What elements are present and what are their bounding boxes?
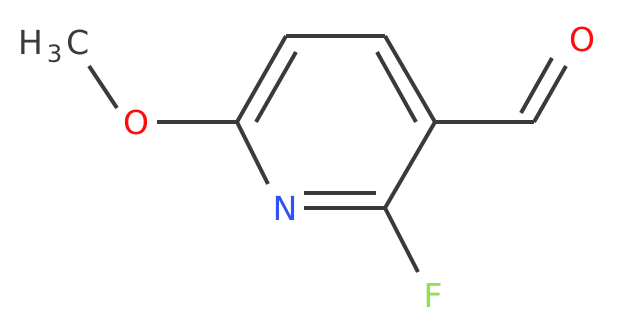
ether-oxygen-label: O <box>123 103 149 142</box>
ring-nitrogen-label: N <box>273 189 298 228</box>
methyl-subscript: 3 <box>47 40 62 68</box>
bond-c6-c5 <box>235 35 288 123</box>
methyl-c: C <box>66 23 89 62</box>
bond-c3-c2 <box>383 120 437 210</box>
bond-c4-c3 <box>383 34 437 124</box>
bond-c2-f <box>383 207 420 273</box>
aldehyde-oxygen-label: O <box>569 20 595 59</box>
fluorine-label: F <box>424 276 443 315</box>
bonds <box>87 34 568 273</box>
methyl-h: H <box>18 23 43 62</box>
bond-n1-c6 <box>235 121 270 185</box>
bond-c4-c3-inner <box>375 51 418 123</box>
bond-cho-o-b <box>519 57 554 114</box>
bond-c6-c5-inner <box>254 51 298 123</box>
methyl-label: H 3 C <box>18 23 89 68</box>
atom-labels: H 3 C O O N F <box>18 20 595 315</box>
bond-cho-o-a <box>532 65 568 123</box>
bond-o-ch3 <box>87 64 119 110</box>
